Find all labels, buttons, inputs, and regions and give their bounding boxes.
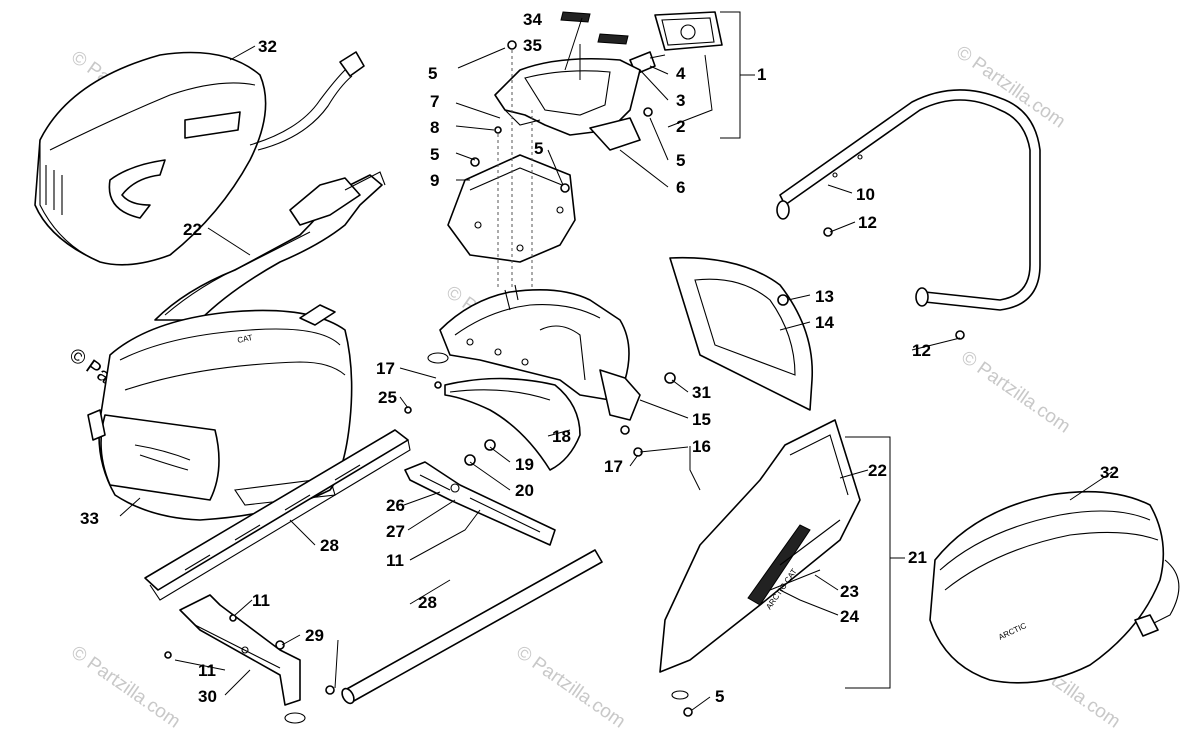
callout-31: 31: [692, 383, 711, 402]
callout-20: 20: [515, 481, 534, 500]
callout-5: 5: [676, 151, 685, 170]
callout-17: 17: [604, 457, 623, 476]
callout-25: 25: [378, 388, 397, 407]
callout-15: 15: [692, 410, 711, 429]
leader-lines: [119, 17, 1113, 711]
callout-14: 14: [815, 313, 834, 332]
callout-12: 12: [912, 341, 931, 360]
callout-12: 12: [858, 213, 877, 232]
callout-9: 9: [430, 171, 439, 190]
callout-26: 26: [386, 496, 405, 515]
callout-28: 28: [320, 536, 339, 555]
group-brackets: [720, 11, 905, 689]
alignment-lines: [497, 50, 533, 290]
callout-numbers: 1 2 3 4 5 5 5 5 5 6 7 8 9 10 11 11 11 12…: [80, 10, 1119, 706]
hardware: [164, 40, 965, 724]
part-22-left-bracket: [154, 171, 386, 321]
callout-11: 11: [386, 551, 404, 570]
watermark: © Partzilla.com: [952, 42, 1069, 133]
callout-5: 5: [715, 687, 724, 706]
taillight-housing: [494, 57, 641, 151]
callout-3: 3: [676, 91, 685, 110]
callout-17: 17: [376, 359, 395, 378]
callout-1: 1: [757, 65, 766, 84]
callout-13: 13: [815, 287, 834, 306]
part-21-right-side-panel: ARCTIC CAT: [659, 419, 861, 673]
callout-8: 8: [430, 118, 439, 137]
callout-32: 32: [1100, 463, 1119, 482]
callout-32: 32: [258, 37, 277, 56]
part-28-tube-rail: [341, 549, 603, 705]
callout-33: 33: [80, 509, 99, 528]
part-1-taillight-assembly: [629, 11, 723, 75]
part-26-27-bracket: [404, 461, 556, 546]
watermark: © Partzilla.com: [512, 642, 629, 733]
callout-34: 34: [523, 10, 542, 29]
callout-22: 22: [183, 220, 202, 239]
callout-11: 11: [252, 591, 270, 610]
callout-5: 5: [534, 139, 543, 158]
part-34-35-lenses: [560, 11, 629, 45]
seat-logo: CAT: [237, 333, 254, 345]
part-33-seat-trunk: CAT: [87, 304, 353, 521]
callout-35: 35: [523, 36, 542, 55]
part-10-grab-handle: [776, 89, 1041, 311]
callout-2: 2: [676, 117, 685, 136]
rear-fender-housing: [439, 284, 641, 421]
part-32-right-saddlebag: ARCTIC: [929, 490, 1180, 684]
part-32-left-saddlebag: [34, 51, 365, 266]
part-28-left-rail: [144, 429, 411, 601]
callout-28: 28: [418, 593, 437, 612]
callout-5: 5: [430, 145, 439, 164]
callout-6: 6: [676, 178, 685, 197]
callout-30: 30: [198, 687, 217, 706]
callout-5: 5: [428, 64, 437, 83]
callout-18: 18: [552, 427, 571, 446]
callout-29: 29: [305, 626, 324, 645]
callout-19: 19: [515, 455, 534, 474]
callout-10: 10: [856, 185, 875, 204]
callout-22: 22: [868, 461, 887, 480]
callout-11: 11: [198, 661, 216, 680]
callout-16: 16: [692, 437, 711, 456]
part-14-side-panel: [669, 256, 814, 411]
callout-27: 27: [386, 522, 405, 541]
watermark: © Partzilla.com: [957, 347, 1074, 438]
callout-23: 23: [840, 582, 859, 601]
callout-24: 24: [840, 607, 859, 626]
callout-21: 21: [908, 548, 927, 567]
callout-7: 7: [430, 92, 439, 111]
part-18-mud-flap: [444, 377, 581, 471]
callout-4: 4: [676, 64, 686, 83]
